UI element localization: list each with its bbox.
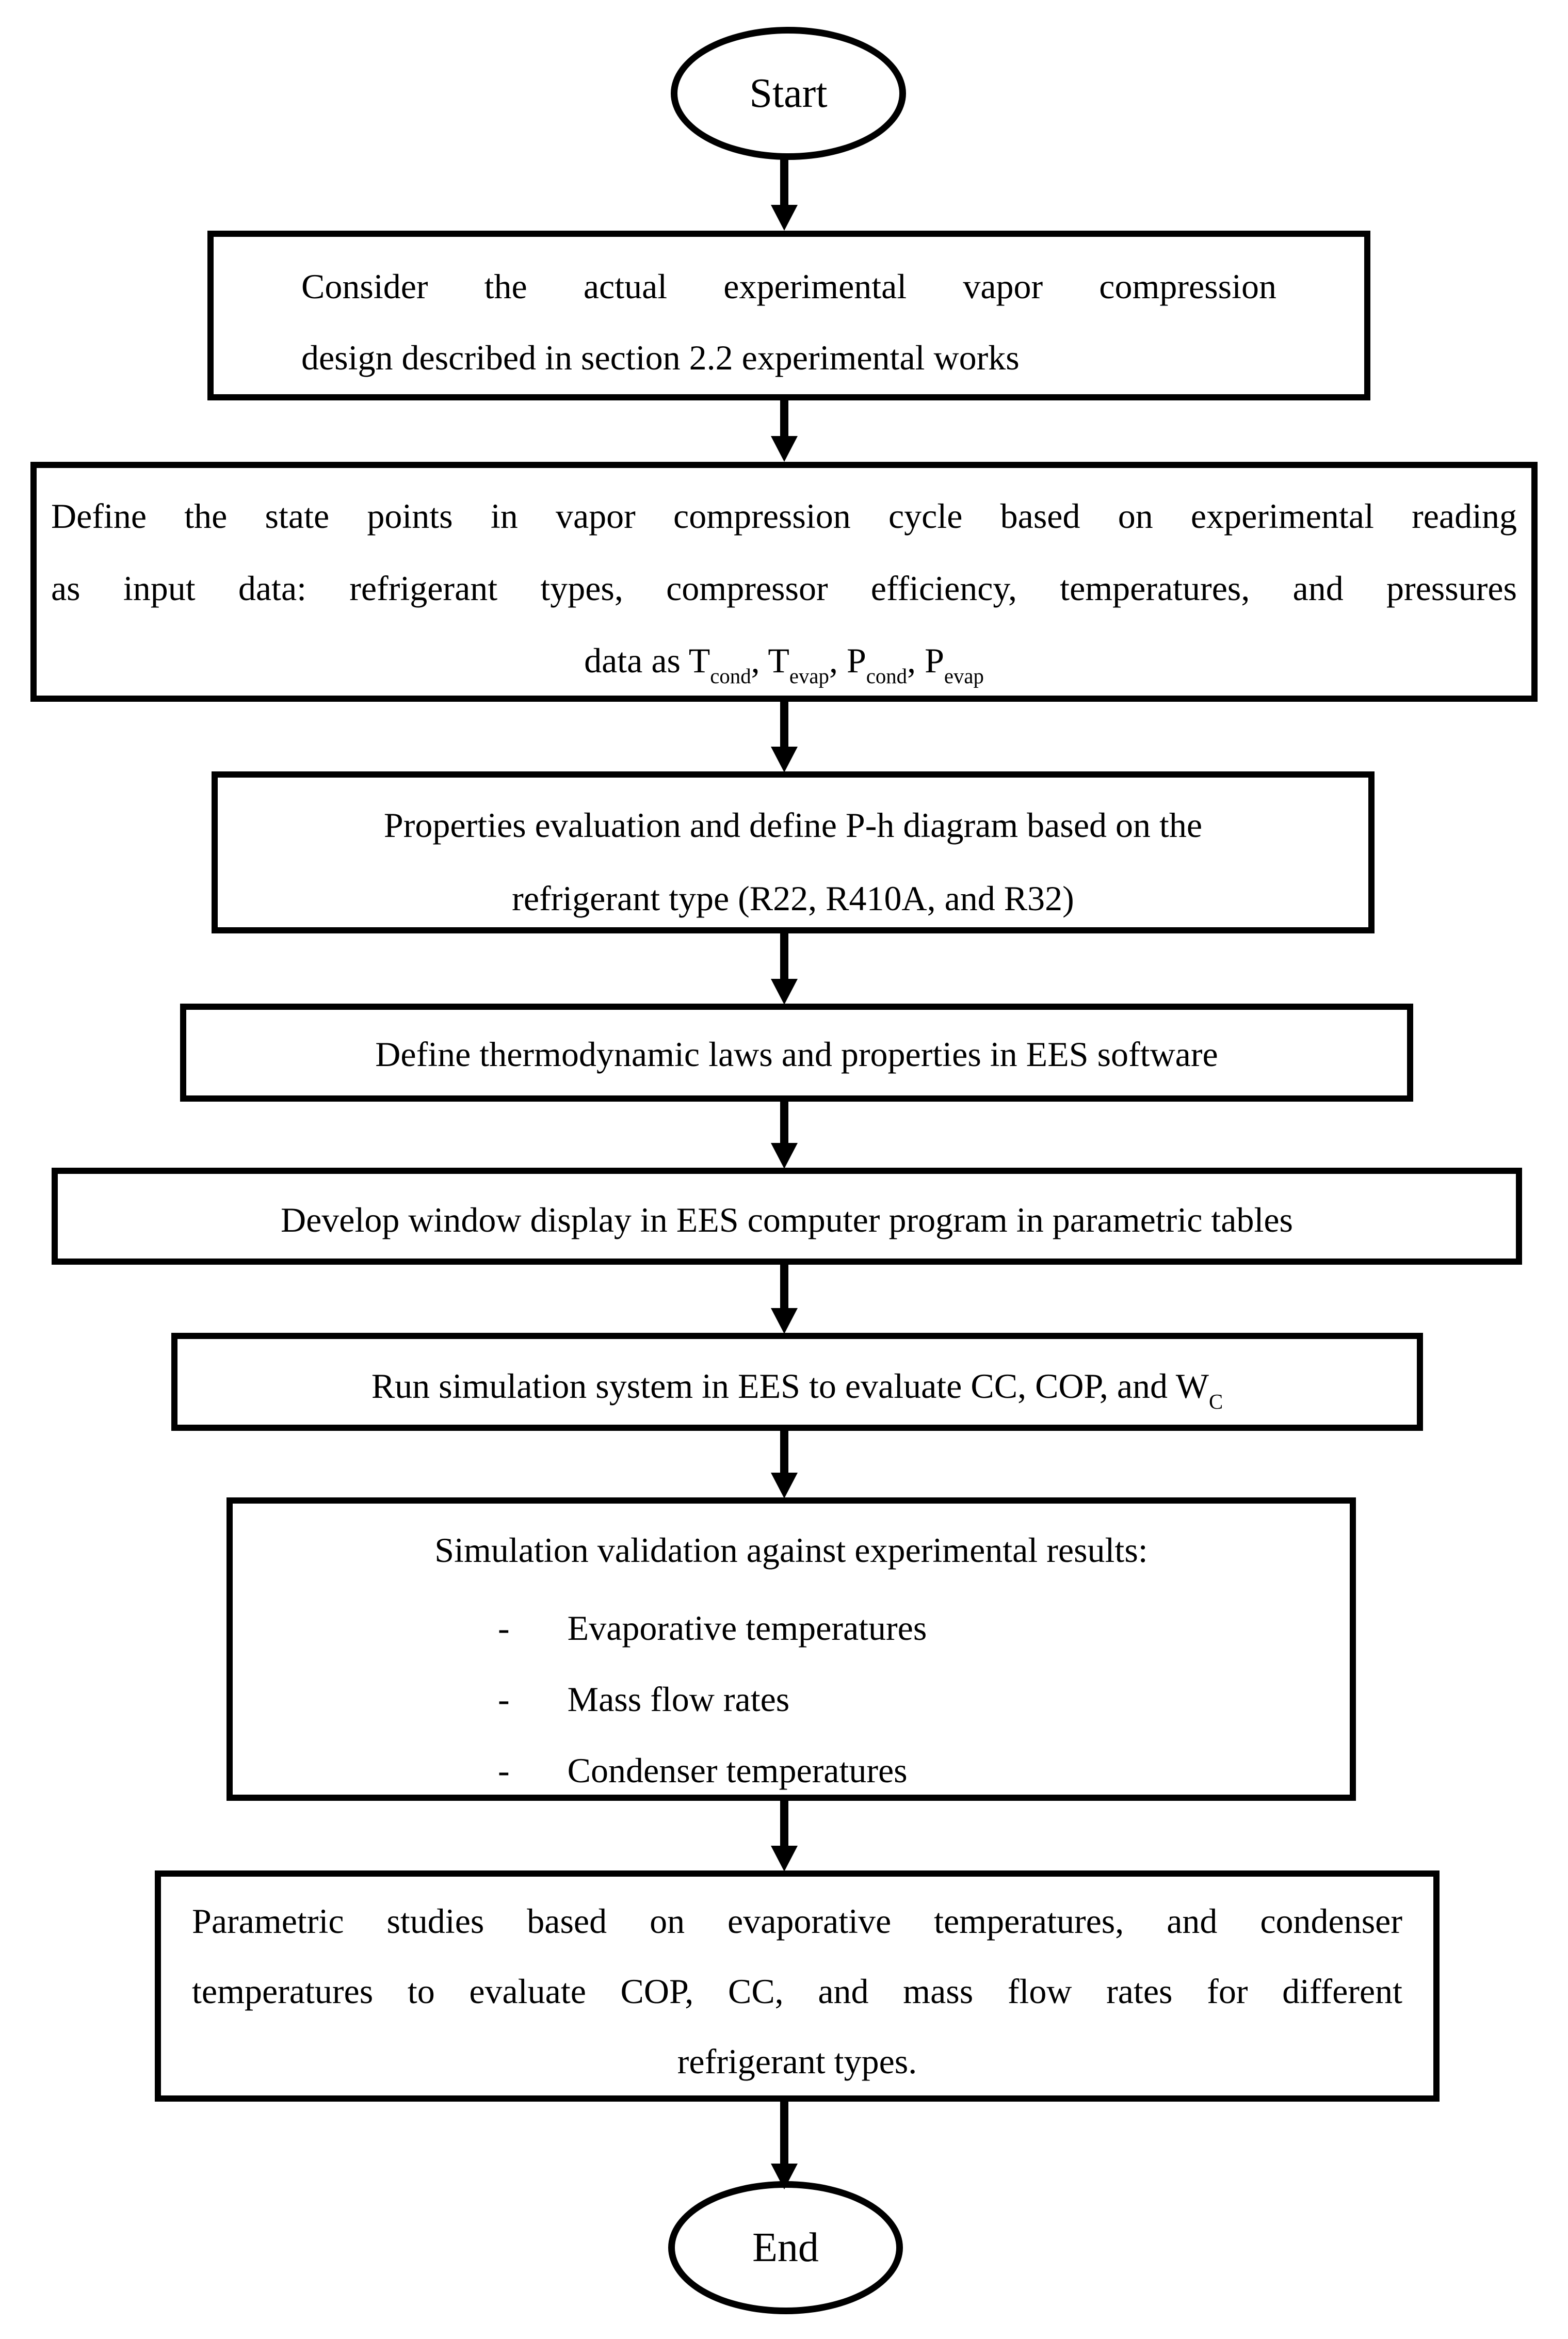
box-text-line: Define thermodynamic laws and properties… — [375, 1034, 1218, 1074]
box-text-line: refrigerant types. — [677, 2042, 917, 2081]
box-text-line: Consider the actual experimental vapor c… — [301, 266, 1276, 306]
box-text-line: Parametric studies based on evaporative … — [192, 1901, 1402, 1941]
arrow-head — [771, 747, 798, 772]
text-segment: , P — [907, 640, 944, 680]
box-text-line: design described in section 2.2 experime… — [301, 337, 1020, 377]
text-segment: , T — [751, 640, 789, 680]
subscript: cond — [866, 664, 908, 688]
end-label: End — [752, 2224, 819, 2270]
process-consider-experimental-design: Consider the actual experimental vapor c… — [207, 231, 1370, 400]
box-text-line: Define the state points in vapor compres… — [51, 496, 1517, 536]
box-text-line: as input data: refrigerant types, compre… — [51, 568, 1517, 608]
flow-arrow-start-to-box1 — [771, 156, 798, 231]
arrow-shaft — [780, 700, 788, 747]
validation-item-label: Condenser temperatures — [567, 1751, 908, 1790]
arrow-shaft — [780, 1429, 788, 1473]
process-define-thermodynamic-laws: Define thermodynamic laws and properties… — [180, 1004, 1413, 1102]
box-text-line: Properties evaluation and define P-h dia… — [383, 805, 1203, 845]
box-text-line: Develop window display in EES computer p… — [280, 1200, 1294, 1239]
flow-arrow-box4-to-box5 — [771, 1100, 798, 1169]
flow-arrow-box1-to-box2 — [771, 398, 798, 462]
validation-item: - Evaporative temperatures — [233, 1592, 1350, 1664]
process-define-state-points: Define the state points in vapor compres… — [30, 462, 1538, 702]
validation-item-list: - Evaporative temperatures - Mass flow r… — [233, 1592, 1350, 1806]
validation-item-label: Mass flow rates — [567, 1680, 790, 1719]
validation-item-label: Evaporative temperatures — [567, 1608, 927, 1648]
flow-arrow-box6-to-box7 — [771, 1429, 798, 1498]
bullet-dash: - — [498, 1608, 510, 1648]
text-segment: , P — [829, 640, 866, 680]
arrow-shaft — [780, 1799, 788, 1846]
arrow-head — [771, 205, 798, 231]
bullet-dash: - — [498, 1680, 510, 1719]
arrow-shaft — [780, 398, 788, 436]
process-properties-evaluation: Properties evaluation and define P-h dia… — [212, 771, 1375, 933]
arrow-head — [771, 1143, 798, 1169]
flow-arrow-box2-to-box3 — [771, 700, 798, 772]
box-text-line: temperatures to evaluate COP, CC, and ma… — [192, 1972, 1402, 2011]
process-parametric-studies: Parametric studies based on evaporative … — [155, 1870, 1440, 2102]
flow-arrow-box5-to-box6 — [771, 1263, 798, 1334]
bullet-dash: - — [498, 1751, 510, 1790]
arrow-head — [771, 2164, 798, 2189]
validation-item: - Mass flow rates — [233, 1664, 1350, 1735]
arrow-head — [771, 1473, 798, 1498]
arrow-shaft — [780, 931, 788, 979]
flow-arrow-box7-to-box8 — [771, 1799, 798, 1872]
arrow-shaft — [780, 1100, 788, 1143]
text-segment: data as T — [584, 640, 710, 680]
process-develop-window-display: Develop window display in EES computer p… — [52, 1168, 1522, 1265]
process-simulation-validation: Simulation validation against experiment… — [227, 1497, 1356, 1801]
arrow-head — [771, 979, 798, 1005]
arrow-shaft — [780, 2100, 788, 2164]
start-terminator: Start — [671, 27, 906, 160]
arrow-shaft — [780, 1263, 788, 1308]
box-text-line: refrigerant type (R22, R410A, and R32) — [512, 879, 1074, 918]
process-run-simulation: Run simulation system in EES to evaluate… — [171, 1333, 1423, 1431]
arrow-head — [771, 436, 798, 462]
validation-item: - Condenser temperatures — [233, 1735, 1350, 1806]
subscript: cond — [710, 664, 751, 688]
text-segment: Run simulation system in EES to evaluate… — [371, 1366, 1209, 1406]
subscript: evap — [944, 664, 984, 688]
box-text-line: data as Tcond, Tevap, Pcond, Pevap — [51, 624, 1517, 697]
subscript: evap — [789, 664, 829, 688]
subscript: C — [1208, 1390, 1223, 1413]
arrow-shaft — [780, 156, 788, 205]
arrow-head — [771, 1308, 798, 1334]
end-terminator: End — [668, 2181, 903, 2314]
flow-arrow-box3-to-box4 — [771, 931, 798, 1005]
box-text-line: Simulation validation against experiment… — [434, 1530, 1148, 1570]
start-label: Start — [749, 70, 828, 116]
arrow-head — [771, 1846, 798, 1872]
box-text-line: Run simulation system in EES to evaluate… — [177, 1366, 1417, 1412]
flow-arrow-box8-to-end — [771, 2100, 798, 2189]
